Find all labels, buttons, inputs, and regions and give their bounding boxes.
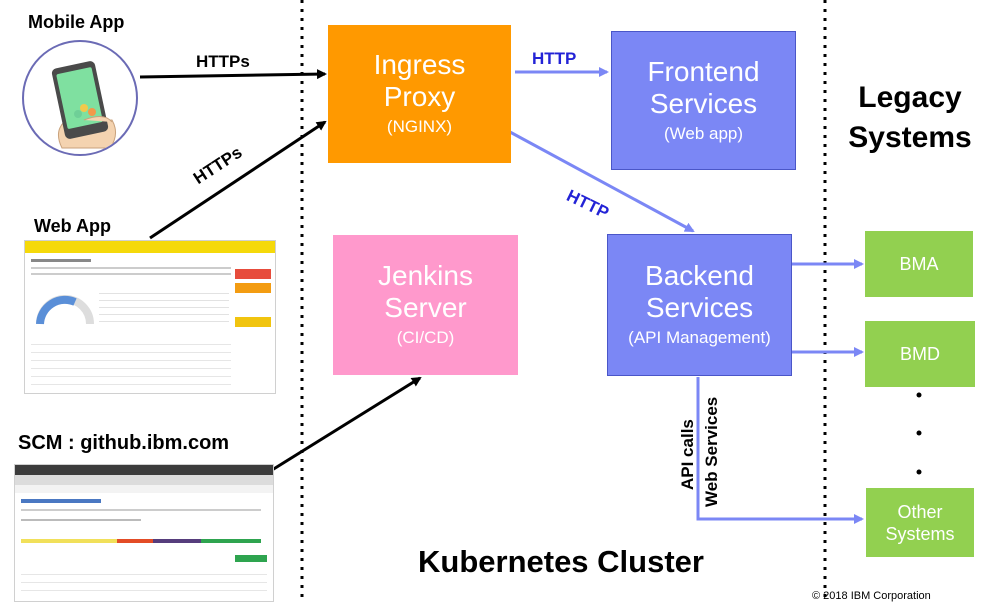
jenkins-title-1: Jenkins [378,260,473,291]
bmd-box: BMD [865,321,975,387]
jenkins-server-box: Jenkins Server (CI/CD) [333,235,518,375]
ingress-title-1: Ingress [373,49,466,80]
backend-services-box: Backend Services (API Management) [607,234,792,376]
web-services-label: Web Services [702,396,721,507]
arrow-scm-to-jenkins [271,376,422,472]
bma-box: BMA [865,231,973,297]
jenkins-title-2: Server [384,292,467,323]
frontend-title-1: Frontend [647,55,760,87]
kubernetes-cluster-label: Kubernetes Cluster [418,544,704,579]
ellipsis-dot [916,430,922,436]
ingress-subtitle: (NGINX) [386,117,453,136]
web-app-header-bar [25,241,275,253]
mobile-app-label: Mobile App [28,12,125,32]
phone-icon [51,61,116,149]
https-label-mobile: HTTPs [196,52,250,71]
backend-title-1: Backend [645,260,754,291]
backend-title-2: Services [645,292,754,323]
arrow-ingress-to-backend [509,130,695,233]
frontend-services-box: Frontend Services (Web app) [611,31,796,170]
backend-subtitle: (API Management) [628,328,771,347]
mobile-phone-illustration [22,40,138,156]
http-label-frontend: HTTP [532,49,577,68]
legacy-title-2: Systems [848,121,972,154]
arrow-mobile-to-ingress [139,69,327,80]
other-systems-box: Other Systems [866,488,974,557]
api-calls-label: API calls [678,419,697,490]
legacy-title-1: Legacy [858,81,962,114]
ellipsis-dot [916,392,922,398]
bma-label: BMA [899,254,939,274]
ellipsis-dot [916,469,922,475]
ingress-title-2: Proxy [383,81,456,112]
other-systems-label-1: Other [897,501,943,522]
jenkins-subtitle: (CI/CD) [396,328,455,347]
arrow-webapp-to-ingress [149,120,327,240]
scm-label: SCM : github.ibm.com [18,432,230,454]
github-screenshot [14,464,274,602]
web-app-label: Web App [34,216,111,236]
frontend-subtitle: (Web app) [663,123,744,143]
frontend-title-2: Services [649,87,758,119]
arrow-backend-to-other [696,377,864,524]
legacy-systems-heading: Legacy Systems [840,78,980,158]
copyright-text: © 2018 IBM Corporation [812,590,931,602]
gauge-icon [36,295,94,325]
ingress-proxy-box: Ingress Proxy (NGINX) [328,25,511,163]
other-systems-label-2: Systems [885,523,955,544]
web-app-screenshot [24,240,276,394]
bmd-label: BMD [900,344,940,364]
